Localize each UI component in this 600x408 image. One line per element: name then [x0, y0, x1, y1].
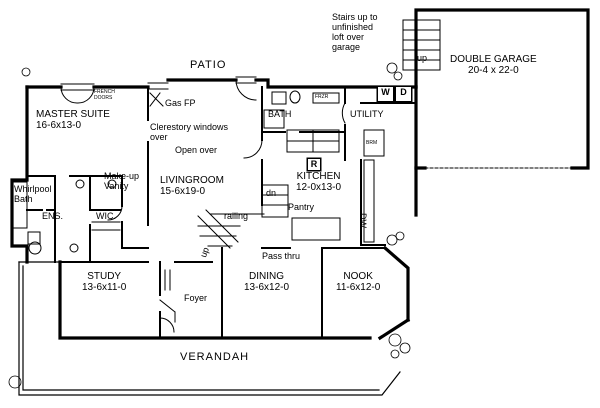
room-dining: DINING 13-6x12-0 [244, 271, 290, 293]
foyer-label: Foyer [184, 293, 208, 303]
pass-thru-label: Pass thru [262, 251, 301, 261]
interior-walls [26, 86, 417, 339]
room-double-garage: DOUBLE GARAGE 20-4 x 22-0 [450, 54, 537, 76]
washer: W [377, 86, 394, 102]
room-study: STUDY 13-6x11-0 [82, 271, 127, 293]
utility-label: UTILITY [350, 109, 384, 119]
wic-label: WIC. [96, 211, 116, 221]
room-nook: NOOK 11-6x12-0 [336, 271, 381, 293]
whirlpool-label: Whirlpool Bath [14, 184, 52, 204]
bath-label: BATH [268, 109, 292, 119]
up-label-garage: up [417, 53, 428, 63]
patio-label: PATIO [190, 59, 227, 71]
brm-label: BRM [366, 140, 378, 146]
clerestory-label: Clerestory windows over [150, 122, 229, 142]
room-master-suite: MASTER SUITE 16-6x13-0 [36, 109, 110, 131]
gas-fp-label: Gas FP [165, 98, 196, 108]
railing-label: railing [224, 211, 249, 221]
verandah-outline [18, 261, 401, 396]
makeup-vanity-label: Make-up Vanity [104, 171, 140, 191]
french-doors-label: FRENCH DOORS [94, 89, 115, 101]
refrigerator: R [307, 158, 321, 171]
room-living-room: LIVINGROOM 15-6x19-0 [160, 175, 224, 197]
room-kitchen: KITCHEN 12-0x13-0 [296, 171, 342, 193]
fixtures [11, 19, 573, 333]
stairs-note: Stairs up to unfinished loft over garage [332, 12, 378, 53]
frzr-label: FRZR [315, 94, 329, 100]
verandah-label: VERANDAH [180, 351, 250, 363]
dw-label: DW [358, 213, 368, 228]
landscaping [8, 62, 411, 389]
ens-label: ENS. [42, 211, 64, 221]
dn-label: dn [266, 188, 277, 198]
pantry-label: Pantry [288, 202, 315, 212]
open-over-label: Open over [175, 145, 218, 155]
dryer: D [395, 86, 412, 102]
